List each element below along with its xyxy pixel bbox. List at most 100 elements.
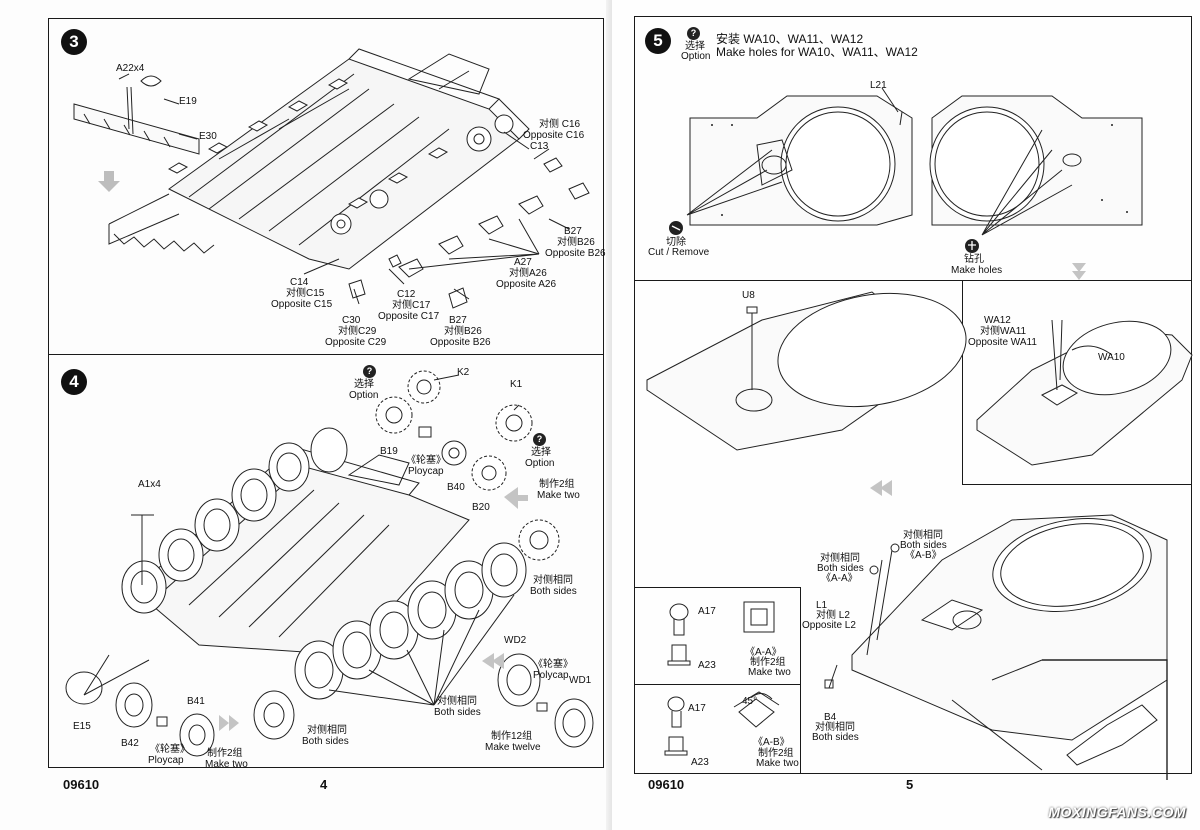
- label-e15: E15: [73, 721, 91, 732]
- label-wa11-cn: 对侧WA11: [980, 326, 1027, 337]
- step5-divider-1: [634, 280, 1192, 281]
- label-c12: C12: [397, 289, 416, 300]
- label-polycap-cn-1: 《轮塞》: [406, 455, 446, 466]
- label-ab2-cn: 制作2组: [758, 748, 794, 759]
- label-cut-en: Cut / Remove: [648, 247, 710, 258]
- label-both-aa-cn: 对侧相同: [820, 553, 860, 564]
- step4-panel: 4: [48, 354, 604, 770]
- label-cut-cn: 切除: [666, 237, 686, 248]
- label-aa: 《A-A》: [821, 573, 858, 584]
- right-page-number: 5: [906, 777, 914, 792]
- detail-drawings: [664, 601, 780, 756]
- label-both-ab-en: Both sides: [900, 540, 947, 551]
- step3-number: 3: [61, 29, 87, 55]
- label-b26-cn-bottom: 对侧B26: [444, 326, 482, 337]
- label-b19: B19: [380, 446, 398, 457]
- label-a26-cn: 对侧A26: [509, 268, 547, 279]
- label-both-en-3: Both sides: [302, 736, 349, 747]
- label-holes-en: Make holes: [951, 265, 1003, 276]
- label-b4-en: Both sides: [812, 732, 859, 743]
- label-option-en-2: Option: [525, 458, 555, 469]
- label-b26-en-top: Opposite B26: [545, 248, 606, 259]
- label-a23: A23: [698, 660, 716, 671]
- step5-number: 5: [645, 28, 671, 54]
- label-b40: B40: [447, 482, 465, 493]
- left-page-number: 4: [320, 777, 328, 792]
- label-c17-cn: 对侧C17: [392, 300, 431, 311]
- label-c16-en: Opposite C16: [523, 130, 585, 141]
- label-make2b-en: Make two: [205, 759, 248, 770]
- label-both-en-1: Both sides: [530, 586, 577, 597]
- label-b26-cn-top: 对侧B26: [557, 237, 595, 248]
- label-c30: C30: [342, 315, 361, 326]
- step5-panel: [634, 16, 1192, 774]
- label-polycap-en-3: Ploycap: [148, 755, 184, 766]
- label-both-cn-3: 对侧相同: [307, 725, 347, 736]
- label-b26-en-bottom: Opposite B26: [430, 337, 491, 348]
- label-a23b: A23: [691, 757, 709, 768]
- label-c29-en: Opposite C29: [325, 337, 387, 348]
- step5-title-en: Make holes for WA10、WA11、WA12: [716, 45, 918, 59]
- label-both-cn-2: 对侧相同: [437, 696, 477, 707]
- step5-title-cn: 安装 WA10、WA11、WA12: [716, 32, 864, 46]
- label-b41: B41: [187, 696, 205, 707]
- label-b4: B4: [824, 712, 837, 723]
- label-angle: 45°: [742, 696, 758, 707]
- label-aa2-en: Make two: [748, 667, 791, 678]
- right-page: 5 ? 选择 Option 安装 WA10、WA11、WA12 Make hol…: [612, 0, 1200, 830]
- label-both-aa-en: Both sides: [817, 563, 864, 574]
- label-a22: A22x4: [116, 63, 145, 74]
- label-wd2: WD2: [504, 635, 527, 646]
- watermark: MOXINGFANS.COM: [1048, 804, 1186, 820]
- step3-panel: 3: [48, 18, 606, 355]
- label-e19: E19: [179, 96, 197, 107]
- label-c17-en: Opposite C17: [378, 311, 440, 322]
- left-footer-code: 09610: [63, 777, 100, 792]
- label-aa2-cn: 制作2组: [750, 657, 786, 668]
- option-icon-step5: ?: [687, 27, 700, 40]
- label-c16-cn: 对侧 C16: [539, 119, 581, 130]
- label-polycap-cn-3: 《轮塞》: [150, 744, 190, 755]
- label-c15-en: Opposite C15: [271, 299, 333, 310]
- label-polycap-en-2: Polycap: [533, 670, 569, 681]
- label-l21: L21: [870, 80, 887, 91]
- label-c14: C14: [290, 277, 309, 288]
- label-wa12: WA12: [984, 315, 1011, 326]
- step4-running-gear-drawing: [65, 370, 594, 757]
- label-u8: U8: [742, 290, 755, 301]
- detail-box-ab: [634, 684, 801, 774]
- label-make12-en: Make twelve: [485, 742, 541, 753]
- label-polycap-cn-2: 《轮塞》: [533, 659, 573, 670]
- label-make12-cn: 制作12组: [491, 731, 533, 742]
- label-step5-option-en: Option: [681, 51, 711, 62]
- label-aa-2: 《A-A》: [745, 647, 782, 658]
- label-c29-cn: 对侧C29: [338, 326, 377, 337]
- step5-upper-plates-drawing: [669, 87, 1143, 280]
- label-holes-cn: 钻孔: [964, 254, 984, 265]
- label-b42: B42: [121, 738, 139, 749]
- option-icon-2: ?: [533, 433, 546, 446]
- label-b27-top: B27: [564, 226, 582, 237]
- option-icon-1: ?: [363, 365, 376, 378]
- step5-inset-wa: [962, 280, 1192, 485]
- label-wa11-en: Opposite WA11: [968, 337, 1037, 348]
- label-wd1: WD1: [569, 675, 592, 686]
- label-b20: B20: [472, 502, 490, 513]
- label-l2-cn: 对侧 L2: [816, 610, 850, 621]
- label-a1: A1x4: [138, 479, 161, 490]
- label-a27: A27: [514, 257, 532, 268]
- label-a26-en: Opposite A26: [496, 279, 557, 290]
- label-c15-cn: 对侧C15: [286, 288, 325, 299]
- step5-lower-drawing: [824, 514, 1168, 780]
- label-l2-en: Opposite L2: [802, 620, 856, 631]
- label-b4-cn: 对侧相同: [815, 722, 855, 733]
- label-option-en-1: Option: [349, 390, 379, 401]
- label-option-cn-2: 选择: [531, 447, 551, 458]
- label-a17: A17: [698, 606, 716, 617]
- label-b27-bottom: B27: [449, 315, 467, 326]
- label-ab2-en: Make two: [756, 758, 799, 769]
- label-e30: E30: [199, 131, 217, 142]
- label-step5-option-cn: 选择: [685, 41, 705, 52]
- label-both-en-2: Both sides: [434, 707, 481, 718]
- step5-middle-drawing: [646, 291, 1193, 496]
